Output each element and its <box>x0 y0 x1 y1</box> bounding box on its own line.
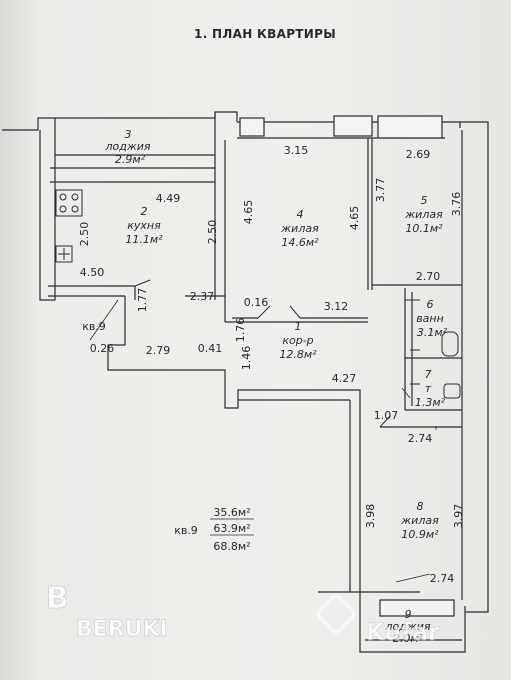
room-number-wc: 7 <box>425 368 432 381</box>
dim-3-76: 3.76 <box>450 192 463 217</box>
dim-1-46: 1.46 <box>240 346 253 371</box>
dim-2-70: 2.70 <box>416 270 441 283</box>
kufar-watermark-text: Kufar <box>366 618 440 646</box>
room-name-bath: ванн <box>416 312 444 325</box>
kufar-logo-icon <box>316 594 356 634</box>
window-room5 <box>377 115 443 139</box>
window-room8 <box>379 599 455 617</box>
window-room4-left <box>239 117 265 137</box>
dim-4-27: 4.27 <box>332 372 357 385</box>
room-number-bath: 6 <box>427 298 434 311</box>
dim-1-77: 1.77 <box>136 288 149 313</box>
dim-3-97: 3.97 <box>452 504 465 529</box>
stove-icon <box>55 189 83 217</box>
dim-2-50-right: 2.50 <box>206 220 219 245</box>
room-number-loggia9: 9 <box>405 608 412 621</box>
window-room4-right <box>333 115 373 137</box>
dim-0-41: 0.41 <box>198 342 223 355</box>
beruki-watermark-text: BERUKI <box>76 617 168 642</box>
dim-1-76: 1.76 <box>234 318 247 343</box>
wall-loggia3-top <box>55 111 238 122</box>
doors <box>134 270 420 428</box>
dim-4-49: 4.49 <box>156 192 181 205</box>
dim-2-50-left: 2.50 <box>78 222 91 247</box>
room-name-kitchen: кухня <box>127 219 161 232</box>
bathtub-icon <box>441 331 459 357</box>
beruki-logo-icon: B <box>46 581 69 616</box>
walls <box>2 111 489 653</box>
room-name-loggia9: лоджия <box>384 620 430 633</box>
dim-4-50: 4.50 <box>80 266 105 279</box>
dim-2-79: 2.79 <box>146 344 171 357</box>
room-number-kitchen: 2 <box>141 205 148 218</box>
room-area-corridor: 12.8м² <box>279 348 317 361</box>
dim-1-07: 1.07 <box>374 409 399 422</box>
sink-icon <box>55 245 73 263</box>
room-area-loggia9: 2.0м² <box>393 632 424 645</box>
summary-apartment-label: кв.9 <box>174 524 198 537</box>
dim-4-65-right: 4.65 <box>348 206 361 231</box>
neighbor-apartment-label: кв.9 <box>82 320 106 333</box>
plan-title: 1. ПЛАН КВАРТИРЫ <box>194 27 336 41</box>
dim-3-98: 3.98 <box>364 504 377 529</box>
dim-2-69: 2.69 <box>406 148 431 161</box>
summary-living-area: 35.6м² <box>213 506 250 519</box>
dim-4-65-left: 4.65 <box>242 200 255 225</box>
summary-overall-area: 68.8м² <box>213 540 250 553</box>
watermark-kufar: Kufar <box>316 594 440 646</box>
bath-fixtures <box>410 331 461 399</box>
dimension-labels: 3.15 2.69 4.49 4.65 4.65 3.77 3.76 2.50 … <box>78 144 465 585</box>
door-kitchen <box>134 279 151 287</box>
room-area-room5: 10.1м² <box>405 222 443 235</box>
dim-3-77: 3.77 <box>374 178 387 203</box>
dim-2-74-bottom: 2.74 <box>430 572 455 585</box>
dim-3-15: 3.15 <box>284 144 309 157</box>
wall-right-outer <box>460 121 489 613</box>
leader-lines <box>89 299 437 583</box>
wall-loggia9 <box>318 591 466 653</box>
room-number-room8: 8 <box>417 500 424 513</box>
kitchen-appliances <box>55 189 83 263</box>
room-number-room4: 4 <box>297 208 304 221</box>
room-area-room8: 10.9м² <box>401 528 439 541</box>
wall-left-outer <box>2 117 56 301</box>
door-room8 <box>379 415 391 428</box>
room-labels: 3 лоджия 2.9м² 2 кухня 11.1м² 4 жилая 14… <box>104 128 447 645</box>
room-number-loggia3: 3 <box>125 128 132 141</box>
summary-total-area: 63.9м² <box>213 522 250 535</box>
room-number-room5: 5 <box>421 194 428 207</box>
watermark-beruki: B BERUKI <box>46 581 168 643</box>
room-area-loggia3: 2.9м² <box>115 153 146 166</box>
room-area-bath: 3.1м² <box>417 326 448 339</box>
room-name-loggia3: лоджия <box>104 140 150 153</box>
dim-0-16: 0.16 <box>244 296 269 309</box>
wall-corridor-left <box>107 296 361 592</box>
room-area-wc: 1.3м² <box>415 396 446 409</box>
dim-0-26: 0.26 <box>90 342 115 355</box>
dim-2-37: 2.37 <box>190 290 215 303</box>
room-number-corridor: 1 <box>295 320 302 333</box>
room-name-room4: жилая <box>280 222 319 235</box>
room-name-room8: жилая <box>400 514 439 527</box>
dim-2-74-top: 2.74 <box>408 432 433 445</box>
dim-3-12: 3.12 <box>324 300 349 313</box>
room-name-room5: жилая <box>404 208 443 221</box>
area-summary: кв.9 35.6м² 63.9м² 68.8м² <box>174 506 254 553</box>
toilet-icon <box>443 383 461 399</box>
room-area-kitchen: 11.1м² <box>125 233 163 246</box>
door-room4 <box>257 305 271 319</box>
room-name-corridor: кор-р <box>282 334 313 347</box>
room-area-room4: 14.6м² <box>281 236 319 249</box>
room-name-wc: т <box>425 382 432 395</box>
